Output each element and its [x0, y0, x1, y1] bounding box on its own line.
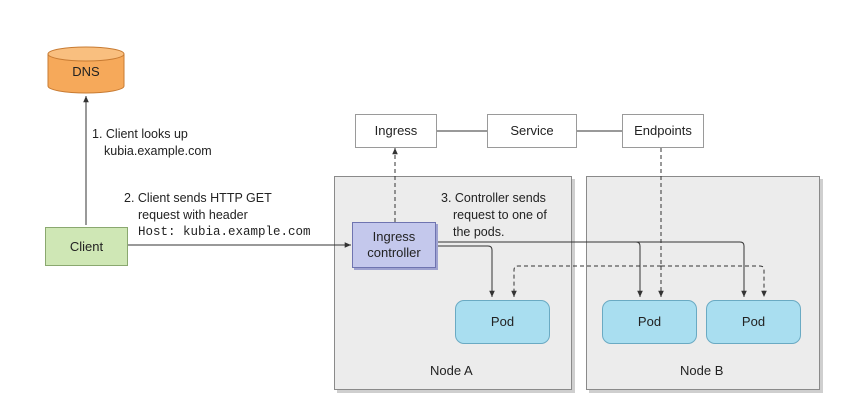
step2-line2: request with header [138, 208, 248, 222]
dns-cylinder [47, 46, 125, 94]
step1-note: 1. Client looks up kubia.example.com [92, 126, 212, 160]
node-b-label: Node B [680, 363, 724, 378]
step2-note: 2. Client sends HTTP GET request with he… [124, 190, 311, 241]
service-label: Service [510, 123, 554, 138]
ingress-controller-box: Ingress controller [352, 222, 436, 268]
pod-node-a: Pod [455, 300, 550, 344]
pod-node-a-label: Pod [490, 314, 515, 329]
ingress-resource-label: Ingress [374, 123, 418, 138]
ingress-controller-label-line2: controller [367, 245, 421, 260]
controller-to-pod-b2 [436, 241, 747, 297]
step3-line3: the pods. [453, 225, 505, 239]
endpoints-dashed-to-pod-a [511, 265, 661, 297]
endpoints-label: Endpoints [634, 123, 692, 138]
dns-label: DNS [72, 64, 100, 79]
ingress-resource-box: Ingress [355, 114, 437, 148]
endpoints-dashed-to-pod-b2 [661, 265, 767, 297]
ingress-controller-label-line1: Ingress [372, 229, 416, 244]
node-a-label: Node A [430, 363, 473, 378]
pod-node-b-2-label: Pod [741, 314, 766, 329]
client-box: Client [45, 227, 128, 266]
endpoints-box: Endpoints [622, 114, 704, 148]
step1-line1: 1. Client looks up [92, 127, 188, 141]
controller-to-pod-b1 [436, 241, 643, 297]
step3-line2: request to one of [453, 208, 547, 222]
pod-node-b-1-label: Pod [637, 314, 662, 329]
step1-line2: kubia.example.com [104, 144, 212, 158]
client-label: Client [69, 238, 104, 254]
pod-node-b-2: Pod [706, 300, 801, 344]
pod-node-b-1: Pod [602, 300, 697, 344]
step2-line3: Host: kubia.example.com [138, 225, 311, 239]
step3-line1: 3. Controller sends [441, 191, 546, 205]
controller-to-pod-a [436, 245, 495, 297]
step3-note: 3. Controller sends request to one of th… [441, 190, 547, 241]
node-a-box [334, 176, 572, 390]
node-b-box [586, 176, 820, 390]
step2-line1: 2. Client sends HTTP GET [124, 191, 272, 205]
service-box: Service [487, 114, 577, 148]
